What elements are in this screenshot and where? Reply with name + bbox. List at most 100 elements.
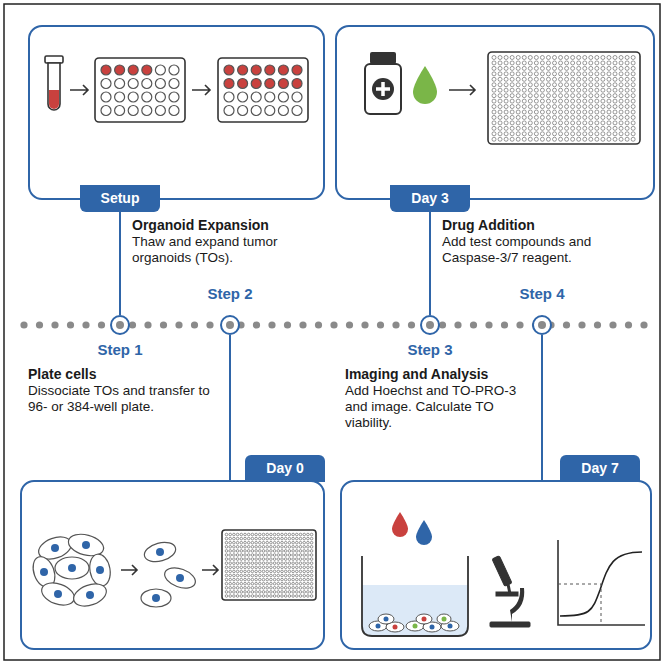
well <box>255 558 258 561</box>
well <box>583 56 587 60</box>
well <box>595 77 599 81</box>
well <box>565 66 569 70</box>
well <box>278 79 288 89</box>
well <box>128 106 138 116</box>
well <box>238 65 248 75</box>
well <box>613 66 617 70</box>
well <box>565 110 569 114</box>
well <box>281 546 284 549</box>
well <box>270 546 273 549</box>
well <box>233 566 236 569</box>
well <box>619 83 623 87</box>
well <box>583 105 587 109</box>
well <box>225 541 228 544</box>
well <box>540 56 544 60</box>
well <box>236 582 239 585</box>
timeline-dot <box>284 321 291 328</box>
well <box>273 541 276 544</box>
well <box>281 595 284 598</box>
well <box>238 92 248 102</box>
well <box>577 126 581 130</box>
well <box>601 88 605 92</box>
well <box>546 115 550 119</box>
well <box>270 554 273 557</box>
well <box>299 574 302 577</box>
well <box>553 83 557 87</box>
well <box>504 94 508 98</box>
well <box>595 132 599 136</box>
well <box>288 546 291 549</box>
well <box>303 562 306 565</box>
well <box>270 533 273 536</box>
timeline-dot <box>516 321 523 328</box>
well <box>631 99 635 103</box>
well <box>310 591 313 594</box>
well <box>251 541 254 544</box>
well <box>577 72 581 76</box>
well <box>589 132 593 136</box>
marker-dot <box>116 321 124 329</box>
well <box>310 558 313 561</box>
well <box>292 570 295 573</box>
well <box>619 99 623 103</box>
well <box>247 595 250 598</box>
well <box>296 578 299 581</box>
well <box>571 88 575 92</box>
well <box>516 94 520 98</box>
well <box>595 105 599 109</box>
timeline-connector <box>229 335 231 480</box>
timeline-connector <box>119 212 121 315</box>
timeline-dot <box>377 321 384 328</box>
timeline-dot <box>98 321 105 328</box>
timeline-dot <box>191 321 198 328</box>
wells <box>101 65 179 116</box>
well <box>540 83 544 87</box>
well <box>236 578 239 581</box>
well <box>255 537 258 540</box>
well <box>233 537 236 540</box>
well <box>516 72 520 76</box>
well <box>277 570 280 573</box>
well <box>498 115 502 119</box>
well <box>266 582 269 585</box>
well <box>236 550 239 553</box>
well <box>270 558 273 561</box>
well <box>251 550 254 553</box>
well <box>595 121 599 125</box>
well <box>589 72 593 76</box>
well <box>492 121 496 125</box>
well <box>281 578 284 581</box>
step-marker: Step 3 <box>420 315 440 335</box>
well <box>225 591 228 594</box>
well <box>613 132 617 136</box>
well <box>296 537 299 540</box>
well <box>262 587 265 590</box>
well <box>498 56 502 60</box>
well <box>571 66 575 70</box>
well <box>516 105 520 109</box>
well <box>498 126 502 130</box>
well <box>225 595 228 598</box>
well <box>613 137 617 141</box>
well <box>528 121 532 125</box>
well <box>595 83 599 87</box>
well <box>296 587 299 590</box>
well <box>307 550 310 553</box>
well <box>229 533 232 536</box>
well <box>577 137 581 141</box>
well <box>534 72 538 76</box>
well <box>299 546 302 549</box>
well <box>277 591 280 594</box>
well <box>619 94 623 98</box>
stage-tab: Day 0 <box>245 455 325 482</box>
well <box>255 591 258 594</box>
well <box>577 132 581 136</box>
well <box>310 566 313 569</box>
well <box>583 132 587 136</box>
well <box>583 66 587 70</box>
well <box>625 99 629 103</box>
well <box>251 587 254 590</box>
well <box>492 66 496 70</box>
well <box>236 546 239 549</box>
well <box>288 537 291 540</box>
